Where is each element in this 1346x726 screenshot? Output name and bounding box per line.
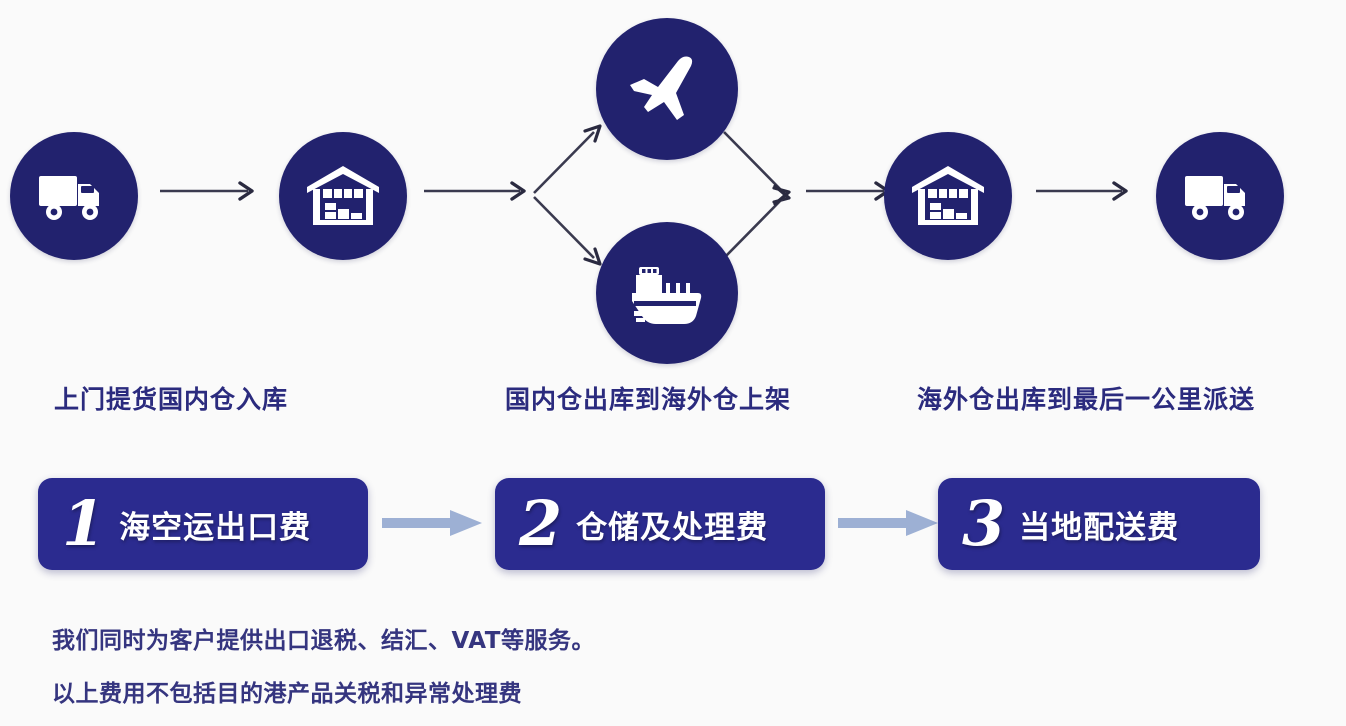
footnote-exclusions: 以上费用不包括目的港产品关税和异常处理费 [52, 681, 522, 707]
node-air-freight [596, 18, 738, 160]
truck-icon [1183, 170, 1257, 222]
fee-label-3: 当地配送费 [1019, 509, 1180, 546]
fee-box-2[interactable]: 2 仓储及处理费 [495, 478, 825, 570]
fee-number-2: 2 [519, 487, 563, 560]
caption-stage-2: 国内仓出库到海外仓上架 [505, 385, 792, 414]
connector-arrow-1 [160, 180, 260, 202]
caption-stage-1: 上门提货国内仓入库 [54, 385, 289, 414]
warehouse-icon [910, 163, 986, 229]
truck-icon [37, 170, 111, 222]
node-pickup-truck [10, 132, 138, 260]
node-last-mile-truck [1156, 132, 1284, 260]
fee-label-2: 仓储及处理费 [576, 509, 769, 546]
connector-arrow-2 [424, 180, 534, 202]
airplane-icon [624, 49, 710, 129]
fee-box-1[interactable]: 1 海空运出口费 [38, 478, 368, 570]
node-domestic-warehouse [279, 132, 407, 260]
fee-connector-arrow-1 [382, 508, 486, 538]
connector-arrow-4 [1036, 180, 1136, 202]
branch-arrows-diamond [528, 60, 818, 325]
caption-stage-3: 海外仓出库到最后一公里派送 [917, 385, 1256, 414]
node-overseas-warehouse [884, 132, 1012, 260]
fee-number-3: 3 [962, 487, 1006, 560]
footnote-services: 我们同时为客户提供出口退税、结汇、VAT等服务。 [52, 628, 595, 654]
fee-number-1: 1 [62, 487, 106, 560]
fee-box-3[interactable]: 3 当地配送费 [938, 478, 1260, 570]
ship-icon [622, 257, 712, 329]
fee-connector-arrow-2 [838, 508, 942, 538]
node-sea-freight [596, 222, 738, 364]
warehouse-icon [305, 163, 381, 229]
fee-label-1: 海空运出口费 [119, 509, 312, 546]
